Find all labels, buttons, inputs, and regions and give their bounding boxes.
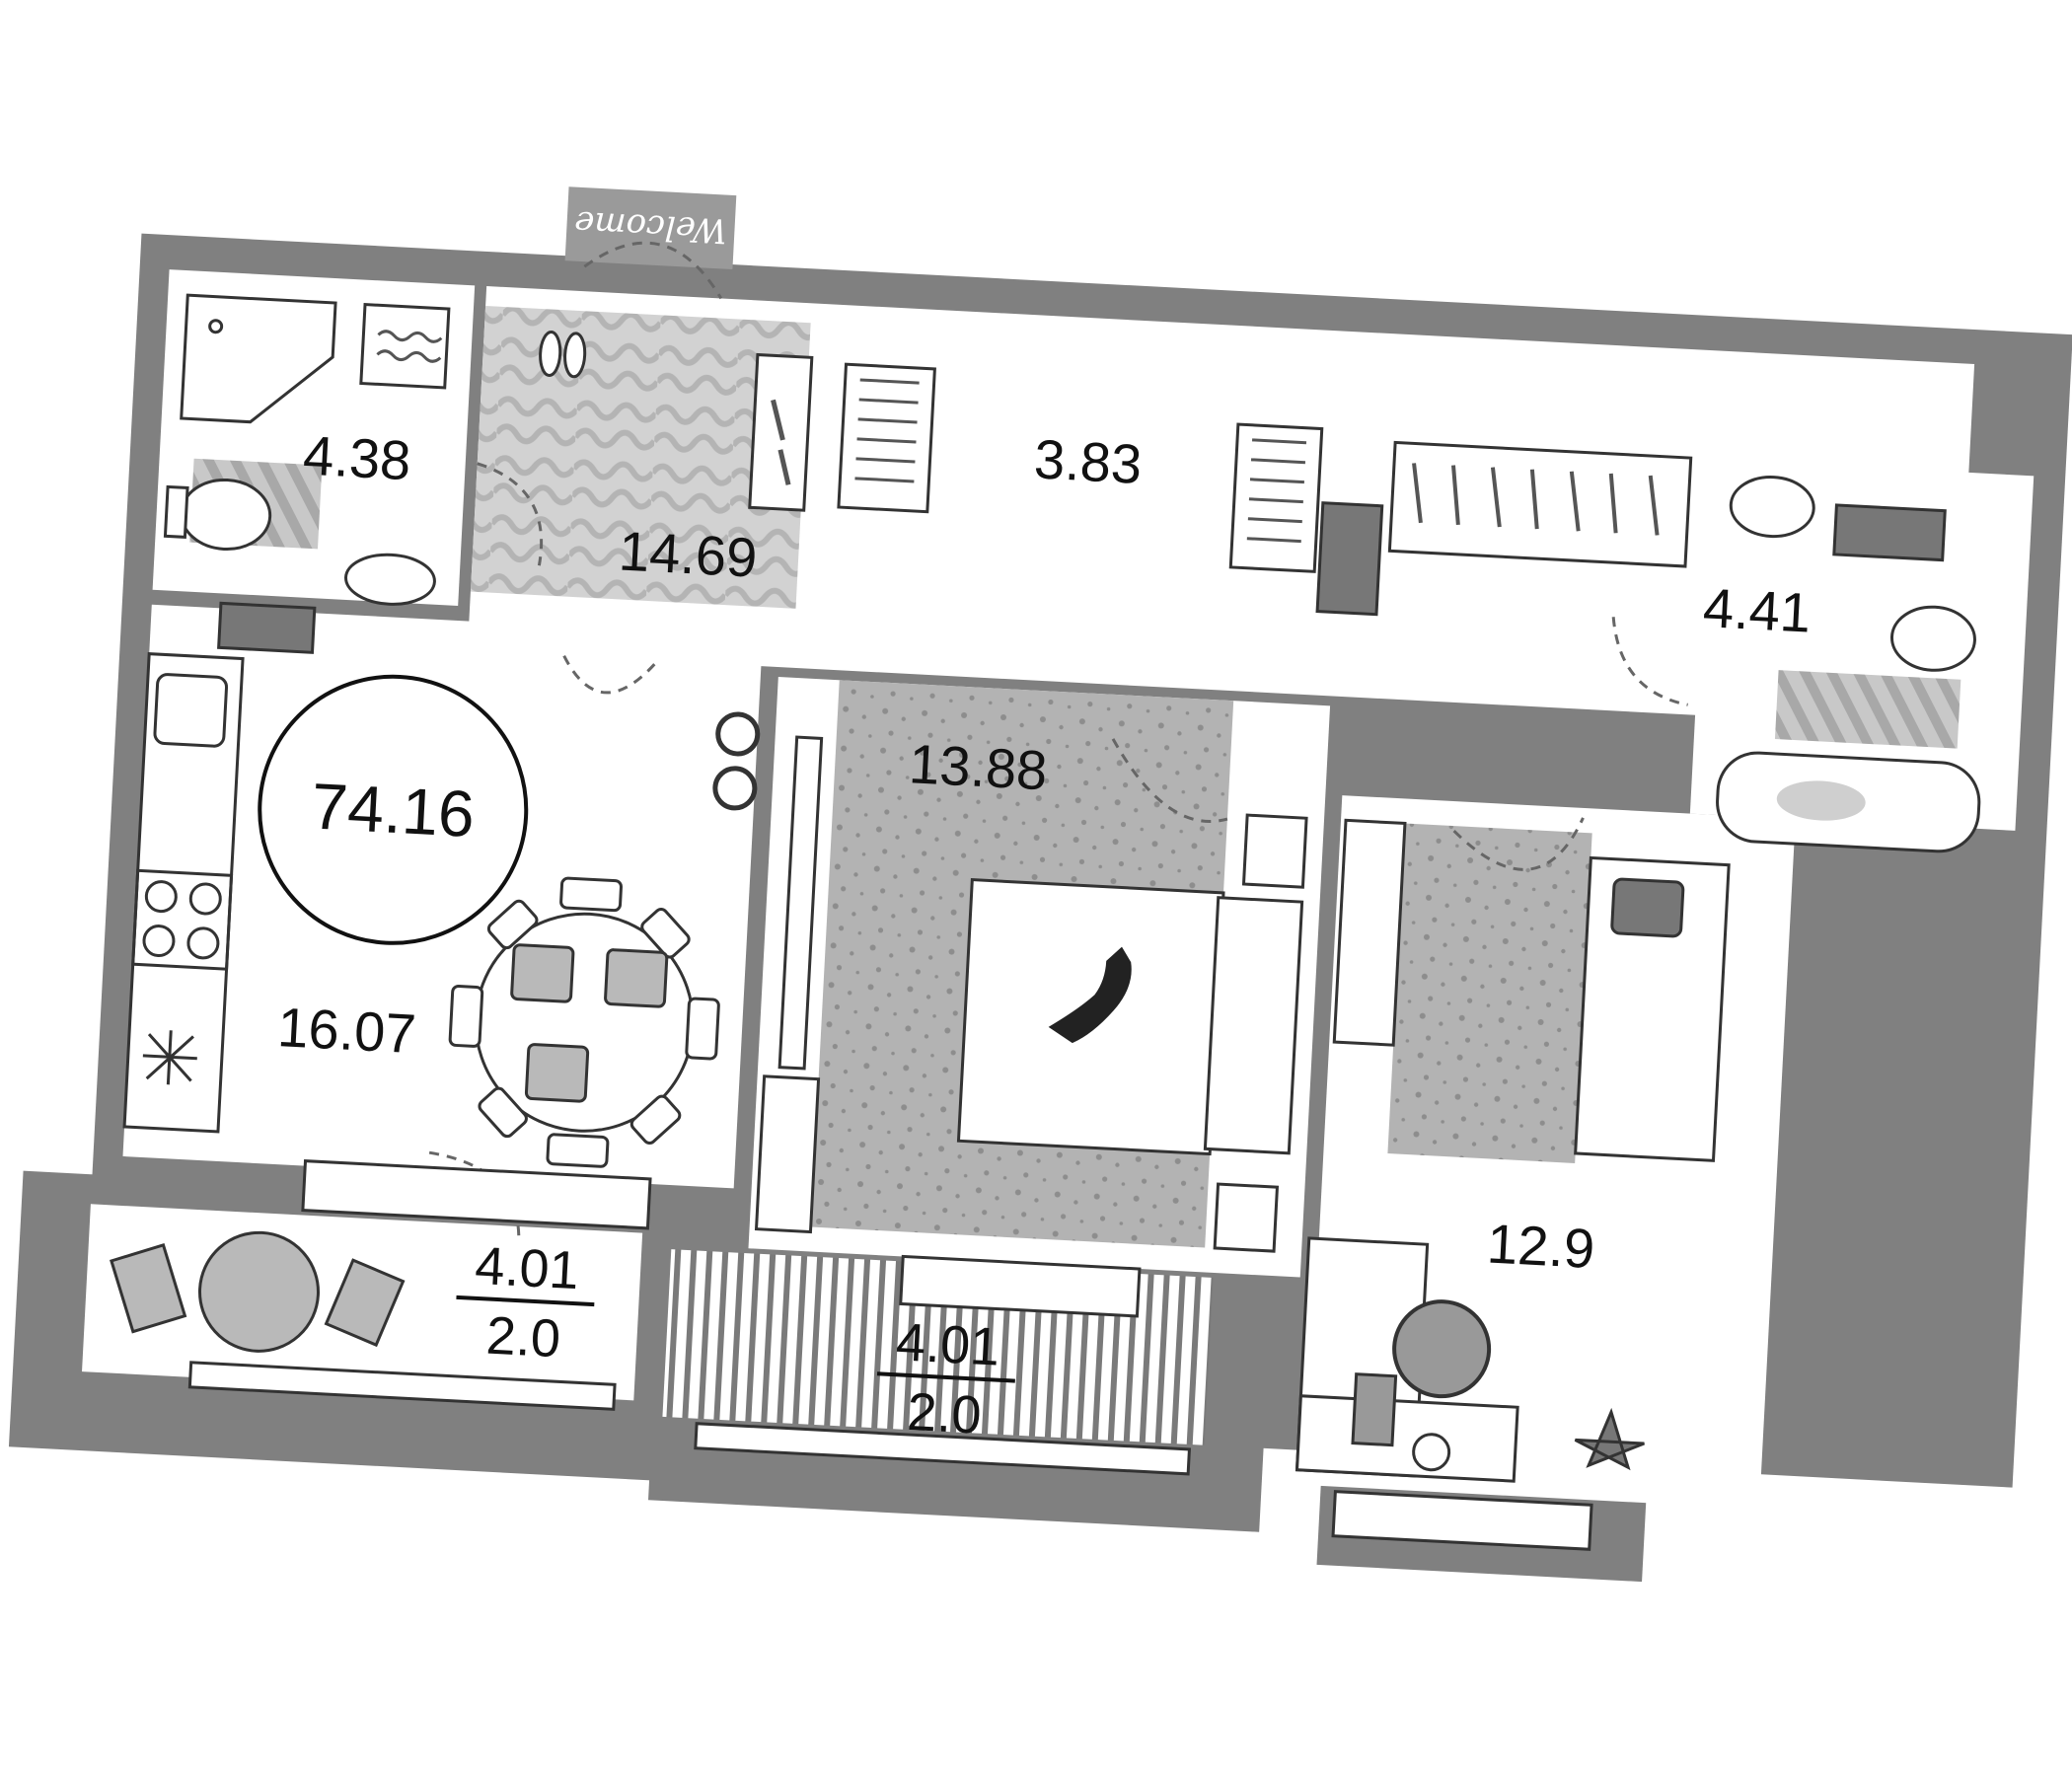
tv-stand <box>777 735 824 1071</box>
balcony-right-area: 4.01 <box>895 1312 1001 1376</box>
dresser-main <box>754 1074 821 1234</box>
dresser-second <box>1332 818 1407 1047</box>
kitchen-sink-icon <box>153 673 229 748</box>
fridge-icon <box>142 1030 197 1085</box>
wardrobe-right-hangers <box>1246 438 1307 544</box>
bed-second <box>1574 855 1731 1162</box>
shower-drain-icon <box>208 319 224 334</box>
bed-main-pillows <box>1203 896 1304 1155</box>
area-bath-right: 4.41 <box>1702 576 1813 644</box>
bath-mat-right <box>1774 670 1961 749</box>
bath-door-swing <box>1611 617 1688 706</box>
toilet-right-icon <box>1889 605 1976 672</box>
balcony-chair-right <box>324 1258 406 1348</box>
rug-bedroom-second <box>1387 823 1592 1163</box>
wardrobe-left <box>837 362 936 514</box>
place-settings <box>510 943 669 1103</box>
area-storage: 3.83 <box>1033 427 1144 495</box>
area-kitchen: 16.07 <box>276 996 417 1065</box>
hall-closet-hangers <box>1412 463 1660 536</box>
bed-second-pillow <box>1610 877 1685 938</box>
nightstand-top <box>1241 813 1308 889</box>
bathtub-water-icon <box>1776 780 1866 821</box>
wardrobe-left-hangers <box>854 378 920 483</box>
boots-icon <box>771 399 791 485</box>
area-bath-left: 4.38 <box>302 424 412 492</box>
washing-machine <box>359 303 451 390</box>
hall-tile-area <box>470 305 811 609</box>
apartment: Welcome <box>8 186 2072 1583</box>
keyboard-icon <box>1351 1372 1398 1447</box>
desk-wing <box>1295 1394 1519 1483</box>
shower-tray <box>180 293 337 424</box>
washer-kitchen-icon <box>715 711 761 757</box>
area-hall: 14.69 <box>618 519 759 588</box>
balcony-left-area: 4.01 <box>474 1236 580 1300</box>
balcony-left-coef: 2.0 <box>484 1306 561 1369</box>
area-bedroom-main: 13.88 <box>908 732 1049 801</box>
boiler-hall <box>1315 501 1384 617</box>
plant-icon <box>1574 1407 1645 1471</box>
toilet-left-tank <box>163 484 189 539</box>
nightstand-bottom <box>1213 1182 1280 1253</box>
balcony-table <box>197 1230 320 1353</box>
sink-left-icon <box>344 553 436 606</box>
boiler-left <box>217 601 317 654</box>
area-bedroom-second: 12.9 <box>1486 1212 1596 1280</box>
speaker-icon <box>1412 1433 1451 1472</box>
wardrobe-right <box>1228 422 1324 573</box>
entry-door-swing <box>583 241 723 300</box>
dryer-kitchen-icon <box>712 766 758 811</box>
balcony-left-fraction-bar <box>456 1295 595 1307</box>
kitchen-door-swing <box>562 654 659 695</box>
stove-icon <box>131 868 234 971</box>
desk-chair-icon <box>1392 1299 1492 1399</box>
bedroom-second-door-swing <box>1452 817 1585 871</box>
total-area-circle <box>258 674 529 945</box>
washing-machine-icon <box>376 330 443 363</box>
total-area-value: 74.16 <box>310 770 477 851</box>
bedroom-main-door-swing <box>1111 738 1228 824</box>
hall-closet <box>1387 440 1693 568</box>
boiler-bath-right <box>1832 503 1947 562</box>
slippers-icon <box>539 331 587 379</box>
balcony-right-fraction-bar <box>876 1371 1015 1383</box>
windows <box>187 1159 1593 1551</box>
balcony-chair-left <box>110 1242 187 1334</box>
hall-door-swing <box>477 462 544 566</box>
dining-chairs <box>448 876 720 1168</box>
sink-right-icon <box>1729 475 1815 539</box>
cat-icon <box>1048 946 1132 1044</box>
welcome-mat <box>564 186 737 270</box>
balcony-right-coef: 2.0 <box>906 1382 983 1445</box>
